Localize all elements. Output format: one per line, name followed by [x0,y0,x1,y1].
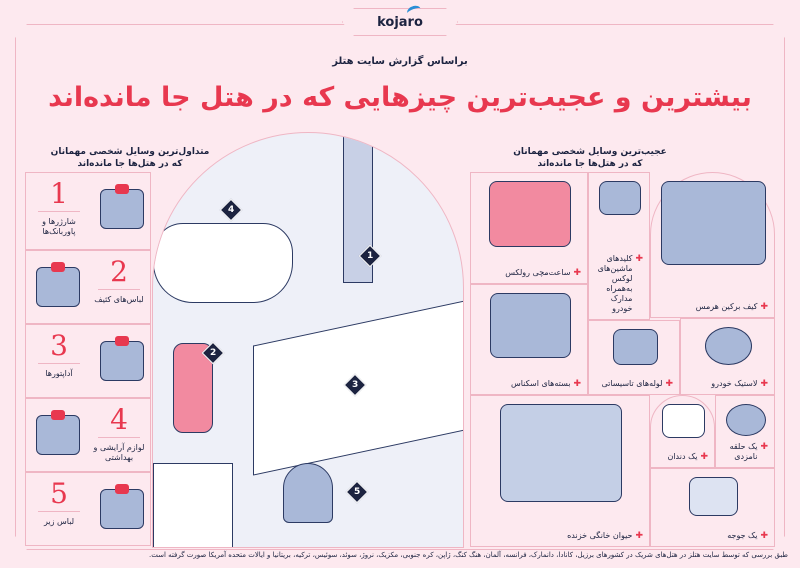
bullet-icon: ✚ [665,379,673,389]
item-label: لوازم آرایشی و بهداشتی [93,443,145,462]
item-label: یک جوجه [727,531,758,540]
divider [38,211,80,212]
strange-item: ✚کلیدهای ماشین‌های لوکس به‌همراه مدارک خ… [588,172,650,320]
strange-item: ✚لوله‌های تاسیساتی [588,320,680,395]
hotel-room-illustration [152,132,464,548]
bullet-icon: ✚ [760,442,768,452]
item-label: شارژرها و پاوربانک‌ها [42,217,76,236]
strange-item: ✚بسته‌های اسکناس [470,284,588,395]
ottoman-icon [283,463,333,523]
common-item: 4 لوازم آرایشی و بهداشتی [25,398,151,472]
item-label: لباس‌های کثیف [94,295,144,304]
cosmetics-icon [36,410,80,455]
common-item: 1 شارژرها و پاوربانک‌ها [25,172,151,250]
bathtub-icon [153,223,293,303]
rank-number: 5 [50,477,68,510]
strange-item: ✚یک حلقه نامزدی [715,395,775,468]
kojaro-logo[interactable]: kojaro [342,8,458,36]
item-label: یک دندان [667,452,698,461]
item-label: لاستیک خودرو [711,379,758,388]
handbag-icon [661,181,766,265]
item-label: ساعت‌مچی رولکس [505,268,571,277]
watch-icon [489,181,571,247]
iguana-icon [500,404,622,502]
car-key-icon [599,181,641,215]
strange-heading: عجیب‌ترین وسایل شخصی مهمانان که در هتل‌ه… [513,147,667,169]
divider [38,511,80,512]
item-label: لوله‌های تاسیساتی [601,379,663,388]
rank-number: 3 [50,329,68,362]
chick-icon [689,477,738,517]
bullet-icon: ✚ [700,452,708,462]
divider [98,289,140,290]
bullet-icon: ✚ [573,379,581,389]
strange-item: ✚یک جوجه [650,468,775,547]
page-title: بیشترین و عجیب‌ترین چیزهایی که در هتل جا… [48,82,752,113]
footer-note: طبق بررسی که توسط سایت هتلز در هتل‌های ش… [149,551,788,559]
divider [98,437,140,438]
divider [38,363,80,364]
item-label: یک حلقه نامزدی [729,442,758,461]
power-bank-icon [100,184,144,229]
common-heading: متداول‌ترین وسایل شخصی مهمانان که در هتل… [50,147,210,169]
bullet-icon: ✚ [635,531,643,541]
bullet-icon: ✚ [760,531,768,541]
side-table-icon [153,463,233,547]
item-label: کلیدهای ماشین‌های لوکس به‌همراه مدارک خو… [597,254,633,313]
bullet-icon: ✚ [573,268,581,278]
item-label: کیف برکین هرمس [695,302,758,311]
subtitle: براساس گزارش سایت هتلز [332,56,468,67]
adapter-icon [100,336,144,381]
tooth-icon [662,404,705,439]
tire-icon [705,327,752,365]
rank-number: 1 [50,177,68,210]
rank-number: 2 [110,255,128,288]
item-label: آداپتورها [45,369,73,378]
ring-icon [726,404,766,436]
item-label: لباس زیر [43,517,75,526]
common-item: 3 آداپتورها [25,324,151,398]
strange-item: ✚یک دندان [650,395,715,468]
item-label: بسته‌های اسکناس [510,379,571,388]
strange-item: ✚کیف برکین هرمس [650,172,775,318]
strange-item: ✚لاستیک خودرو [680,318,775,395]
strange-item: ✚حیوان خانگی خزنده [470,395,650,547]
safe-cash-icon [489,293,571,358]
rank-number: 4 [110,403,128,436]
dirty-clothes-icon [36,262,80,307]
item-label: حیوان خانگی خزنده [567,531,633,540]
bullet-icon: ✚ [760,302,768,312]
strange-item: ✚ساعت‌مچی رولکس [470,172,588,284]
pipes-icon [612,329,658,365]
common-item: 2 لباس‌های کثیف [25,250,151,324]
common-item: 5 لباس زیر [25,472,151,546]
socks-icon [100,484,144,529]
bullet-icon: ✚ [760,379,768,389]
bullet-icon: ✚ [635,254,643,264]
